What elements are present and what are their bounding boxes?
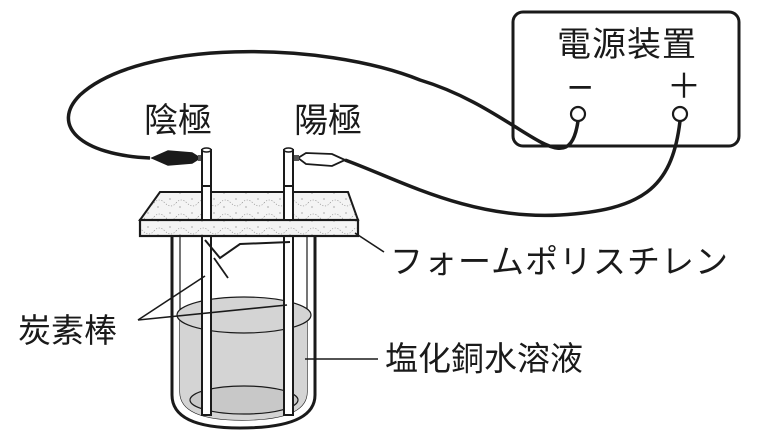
foam-polystyrene-label: フォームポリスチレン	[390, 242, 730, 281]
power-supply-label: 電源装置	[557, 25, 697, 65]
anode-carbon-rod	[283, 147, 294, 416]
cathode-label: 陰極	[144, 101, 212, 141]
positive-terminal	[671, 105, 689, 123]
foam-polystyrene-lid	[138, 185, 360, 238]
negative-sign: −	[566, 67, 595, 107]
anode-label: 陽極	[294, 101, 362, 141]
cathode-wire	[66, 49, 580, 160]
rod-leader-line-2	[137, 304, 288, 321]
copper-chloride-solution-label: 塩化銅水溶液	[385, 339, 583, 378]
negative-terminal	[569, 105, 587, 123]
cathode-carbon-rod	[201, 147, 212, 416]
anode-wire	[344, 120, 682, 218]
positive-sign: ＋	[667, 67, 701, 107]
carbon-rod-label: 炭素棒	[18, 311, 117, 350]
foam-leader-line	[354, 232, 385, 253]
rod-leader-line-1	[137, 275, 206, 321]
